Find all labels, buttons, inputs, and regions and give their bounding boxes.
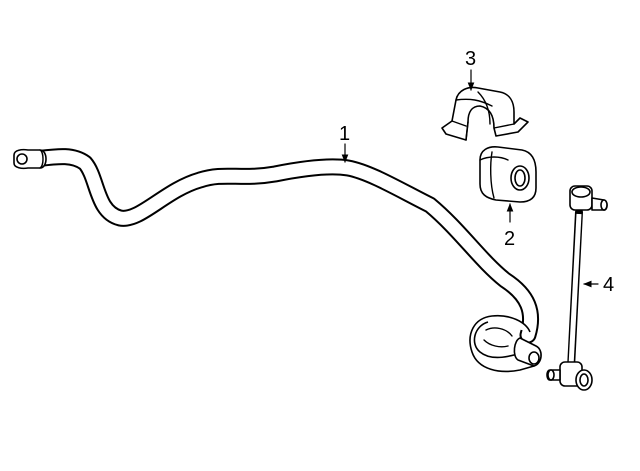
callout-1: 1 <box>339 123 350 163</box>
callout-3-label: 3 <box>465 48 476 70</box>
callout-3: 3 <box>465 48 476 91</box>
stabilizer-bar <box>13 148 542 373</box>
callout-4-label: 4 <box>603 274 614 296</box>
stabilizer-link <box>546 185 608 391</box>
callout-2: 2 <box>504 203 515 250</box>
callout-1-label: 1 <box>339 123 350 145</box>
callout-4: 4 <box>583 274 614 296</box>
callout-2-label: 2 <box>504 228 515 250</box>
stabilizer-bushing <box>479 146 537 203</box>
bushing-bracket <box>441 86 529 141</box>
